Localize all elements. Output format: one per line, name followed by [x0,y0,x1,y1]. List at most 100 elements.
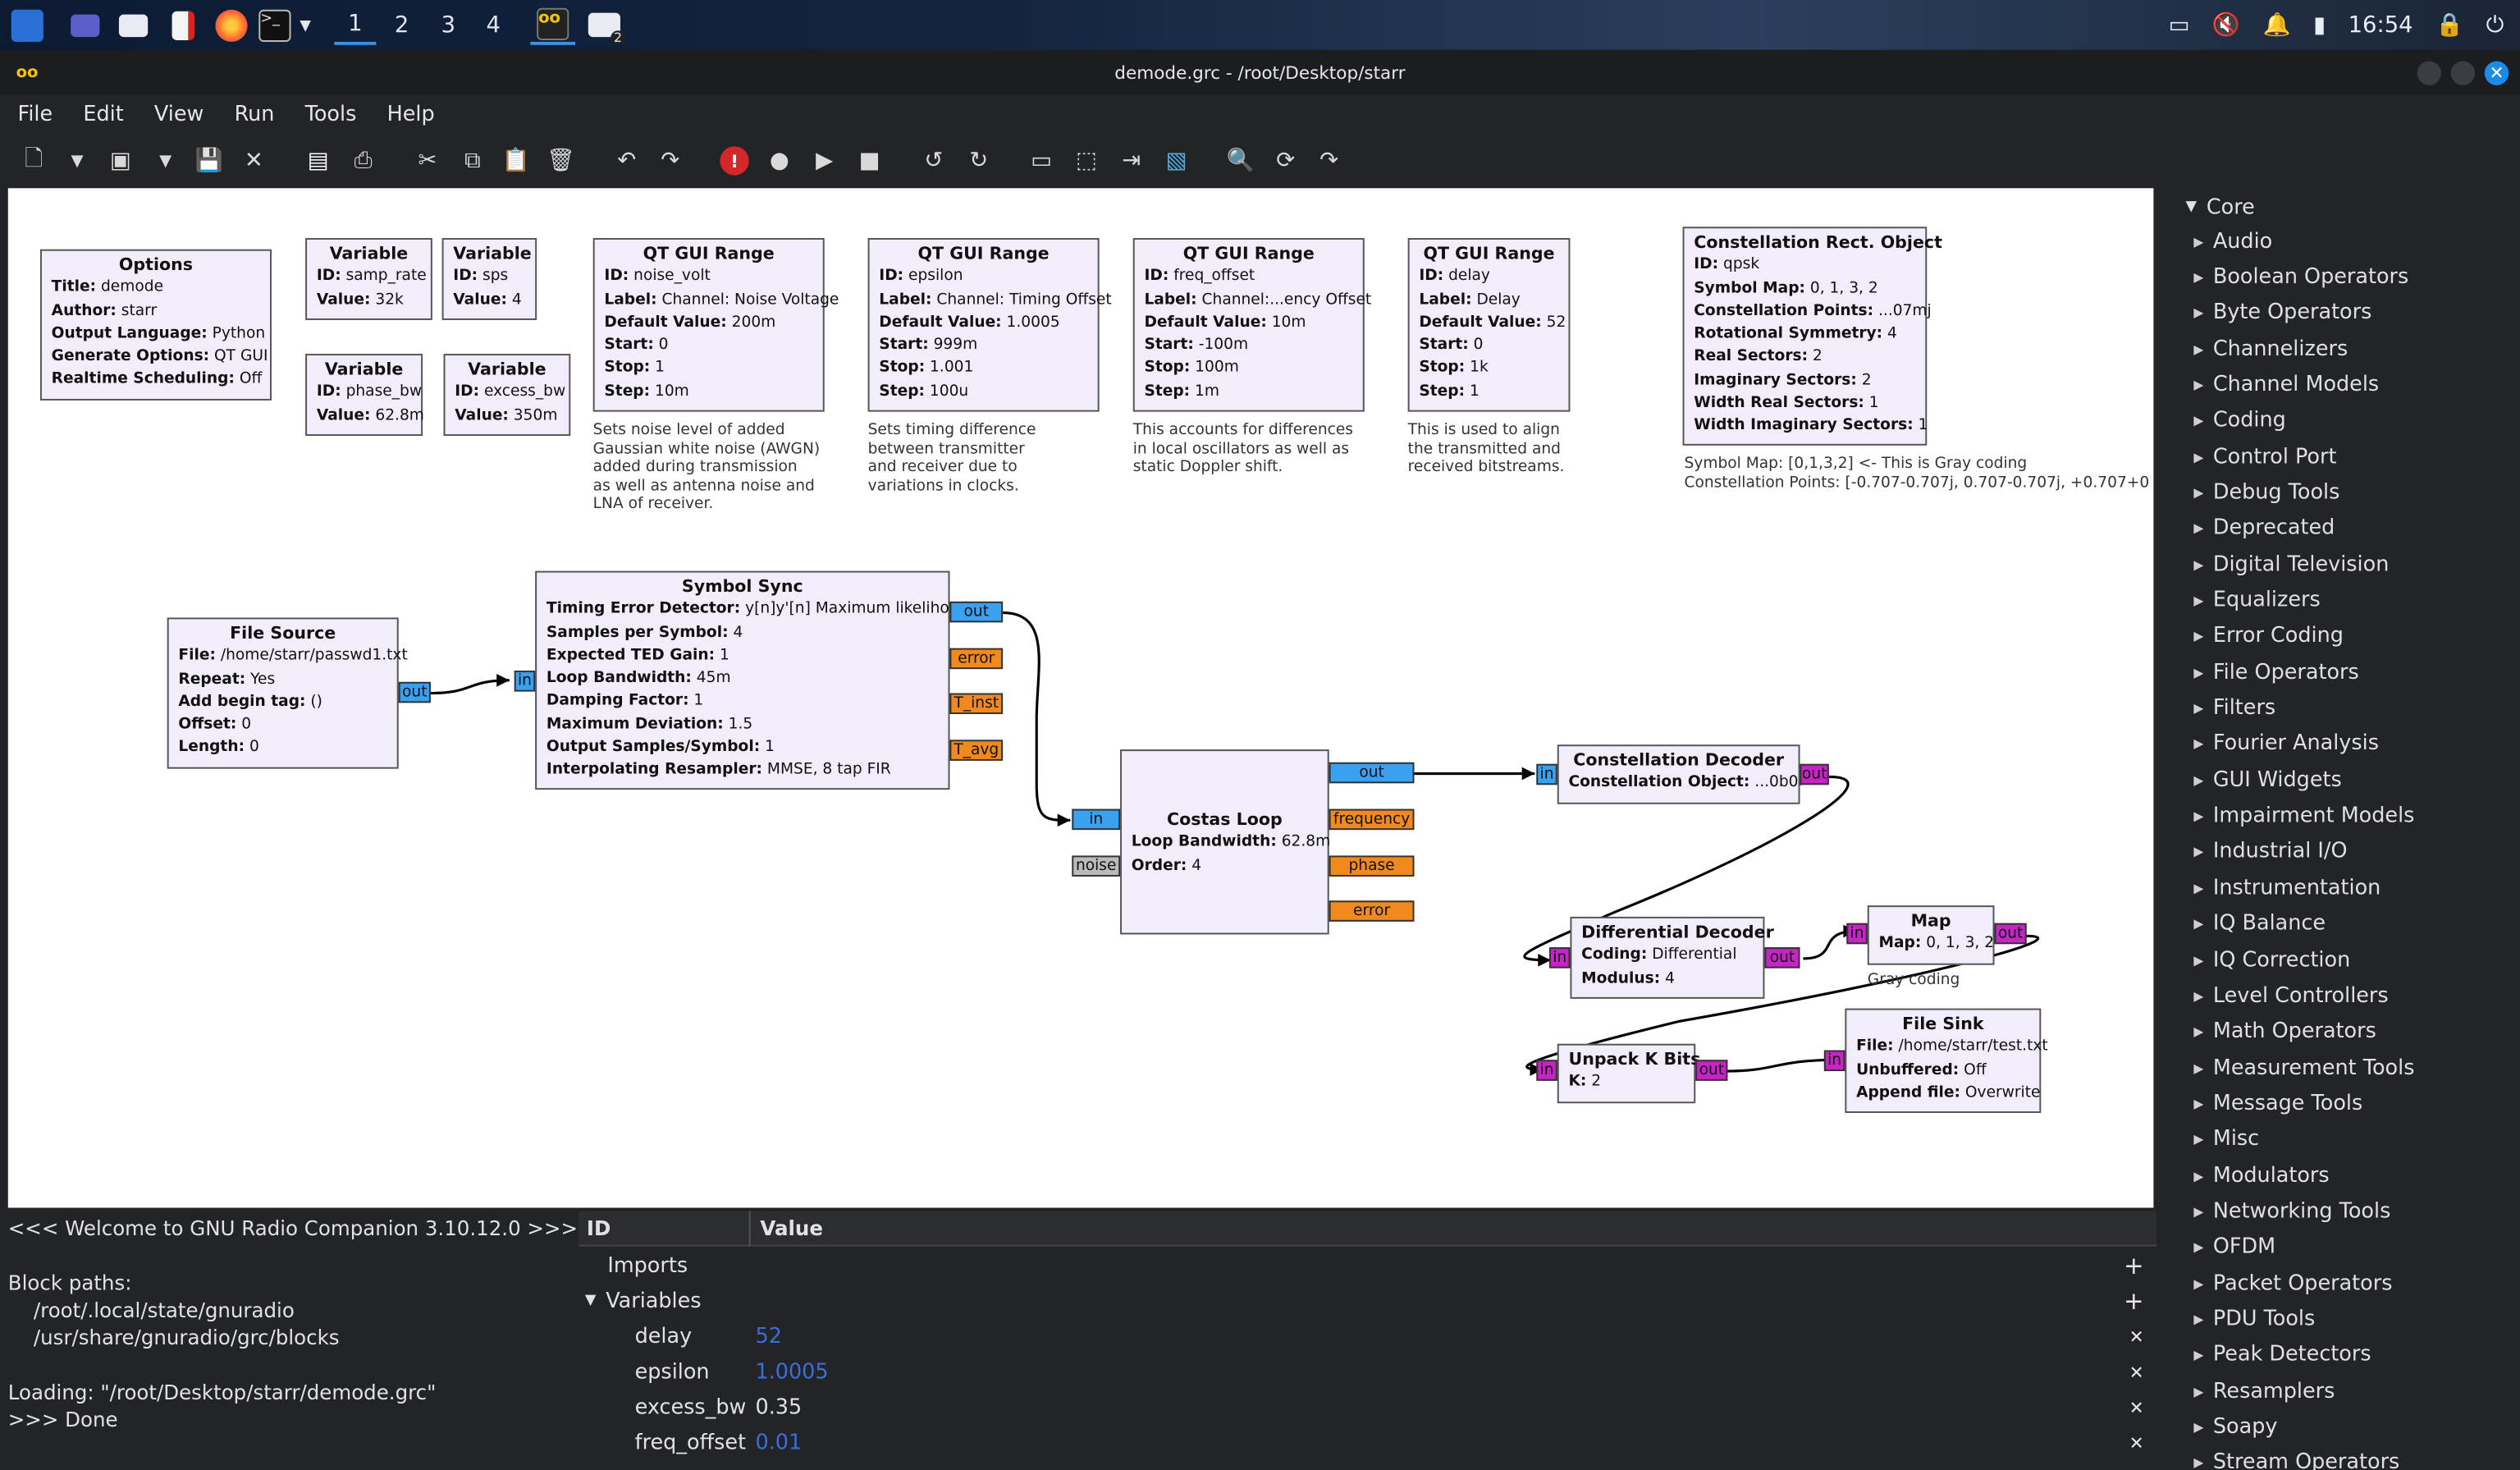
differential-decoder-out-port[interactable]: out [1764,947,1800,969]
library-category-level-controllers[interactable]: ▶Level Controllers [2193,978,2388,1014]
library-category-ofdm[interactable]: ▶OFDM [2193,1230,2275,1266]
volume-muted-icon[interactable]: 🔇 [2211,11,2241,39]
gnuradio-task-icon[interactable]: oo [530,5,576,45]
chevron-down-icon[interactable]: ▼ [71,152,84,170]
library-category-digital-television[interactable]: ▶Digital Television [2193,547,2389,583]
screen-capture-icon[interactable]: ▤ [307,148,329,174]
power-icon[interactable]: ⏻ [2486,11,2504,39]
expand-icon[interactable]: ▶ [2193,1024,2204,1040]
differential-decoder-block[interactable]: Differential Decoder Coding: Differentia… [1570,916,1774,999]
library-category-industrial-i-o[interactable]: ▶Industrial I/O [2193,835,2347,870]
workspace-3[interactable]: 3 [441,11,456,39]
library-category-filters[interactable]: ▶Filters [2193,691,2275,726]
rotate-ccw-icon[interactable]: ↺ [924,148,944,174]
library-category-byte-operators[interactable]: ▶Byte Operators [2193,295,2371,331]
expand-icon[interactable]: ▶ [2193,1097,2204,1111]
undo-icon[interactable]: ↶ [617,148,637,174]
menu-help[interactable]: Help [386,102,435,126]
menu-tools[interactable]: Tools [304,102,357,126]
firefox-icon[interactable] [213,5,249,45]
expand-icon[interactable]: ▶ [2193,881,2204,896]
menu-file[interactable]: File [17,102,53,126]
qt-gui-range-freq-offset-block[interactable]: QT GUI Range ID: freq_offset Label: Chan… [1132,238,1371,412]
display-icon[interactable]: ▭ [2168,11,2190,39]
print-icon[interactable]: ⎙ [354,148,373,174]
expand-icon[interactable]: ▶ [2193,808,2204,824]
cut-icon[interactable]: ✂ [418,148,437,174]
kali-menu-icon[interactable] [8,5,47,45]
remove-variable-icon[interactable]: ✕ [2129,1326,2144,1348]
expand-icon[interactable]: ▶ [2193,988,2204,1004]
library-category-misc[interactable]: ▶Misc [2193,1122,2259,1157]
variables-row[interactable]: ▼ Variables + [584,1286,2144,1316]
map-in-port[interactable]: in [1846,923,1868,945]
error-icon[interactable]: ! [720,146,749,176]
close-button[interactable]: ✕ [2484,61,2509,85]
folder-task-icon[interactable]: 2 [583,5,625,45]
expand-icon[interactable]: ▶ [2193,378,2204,392]
library-category-packet-operators[interactable]: ▶Packet Operators [2193,1266,2392,1301]
file-sink-in-port[interactable]: in [1823,1050,1845,1072]
library-category-stream-operators[interactable]: ▶Stream Operators [2193,1445,2399,1470]
expand-icon[interactable]: ▶ [2193,845,2204,860]
symbol-sync-tinst-port[interactable]: T_inst [949,693,1004,715]
expand-icon[interactable]: ▶ [2193,917,2204,932]
library-category-instrumentation[interactable]: ▶Instrumentation [2193,871,2381,906]
expand-icon[interactable]: ▶ [2193,414,2204,428]
file-sink-block[interactable]: File Sink File: /home/starr/test.txt Unb… [1845,1008,2048,1113]
library-category-error-coding[interactable]: ▶Error Coding [2193,619,2344,654]
workspace-1[interactable]: 1 [334,5,377,45]
expand-icon[interactable]: ▶ [2193,665,2204,680]
add-variable-icon[interactable]: + [2124,1286,2144,1316]
expand-icon[interactable]: ▶ [2193,449,2204,465]
library-category-audio[interactable]: ▶Audio [2193,223,2272,259]
copy-icon[interactable]: ⧉ [464,148,481,174]
costas-phase-port[interactable]: phase [1329,855,1415,877]
costas-loop-block[interactable]: Costas Loop Loop Bandwidth: 62.8m Order:… [1120,749,1330,935]
library-category-channel-models[interactable]: ▶Channel Models [2193,368,2379,403]
rotate-cw-icon[interactable]: ↻ [969,148,989,174]
expand-icon[interactable]: ▶ [2193,1348,2204,1363]
expand-icon[interactable]: ▶ [2193,1312,2204,1327]
workspace-2[interactable]: 2 [394,11,409,39]
qt-gui-range-delay-block[interactable]: QT GUI Range ID: delay Label: Delay Defa… [1407,238,1571,412]
qt-gui-range-noise-block[interactable]: QT GUI Range ID: noise_volt Label: Chann… [592,238,839,412]
bell-icon[interactable]: 🔔 [2262,11,2291,39]
redo-icon[interactable]: ↷ [661,148,680,174]
expand-icon[interactable]: ▶ [2193,521,2204,537]
library-category-pdu-tools[interactable]: ▶PDU Tools [2193,1302,2315,1337]
expand-icon[interactable]: ▶ [2193,953,2204,968]
expand-icon[interactable]: ▶ [2193,485,2204,501]
expand-icon[interactable]: ▶ [2193,305,2204,321]
expand-icon[interactable]: ▶ [2193,1204,2204,1220]
workspace-4[interactable]: 4 [486,11,501,39]
costas-noise-port[interactable]: noise [1072,855,1121,877]
library-category-networking-tools[interactable]: ▶Networking Tools [2193,1194,2390,1230]
clock[interactable]: 16:54 [2348,11,2413,39]
unpack-in-port[interactable]: in [1536,1060,1557,1081]
library-category-file-operators[interactable]: ▶File Operators [2193,655,2358,690]
file-source-out-port[interactable]: out [398,681,431,703]
column-id[interactable]: ID [586,1216,611,1240]
expand-icon[interactable]: ▶ [2193,773,2204,788]
expand-icon[interactable]: ▶ [2193,737,2204,752]
generate-icon[interactable]: ● [769,148,789,174]
options-block[interactable]: Options Title: demode Author: starr Outp… [39,249,272,401]
text-editor-icon[interactable] [166,5,201,45]
costas-in-port[interactable]: in [1072,808,1121,831]
minimize-button[interactable] [2417,61,2441,85]
variable-value[interactable]: 52 [755,1324,782,1349]
expand-icon[interactable]: ▶ [2193,557,2204,572]
expand-icon[interactable]: ▶ [2193,593,2204,608]
library-category-channelizers[interactable]: ▶Channelizers [2193,332,2348,367]
library-category-measurement-tools[interactable]: ▶Measurement Tools [2193,1051,2414,1086]
file-manager-icon[interactable] [116,5,151,45]
symbol-sync-in-port[interactable]: in [514,671,536,692]
chevron-down-icon[interactable]: ▼ [159,152,172,170]
window-titlebar[interactable]: oo demode.grc - /root/Desktop/starr ✕ [0,49,2520,95]
chevron-down-icon[interactable]: ▾ [300,11,312,39]
expand-icon[interactable]: ▶ [2193,1384,2204,1399]
new-icon[interactable]: 🗋 [25,146,43,172]
